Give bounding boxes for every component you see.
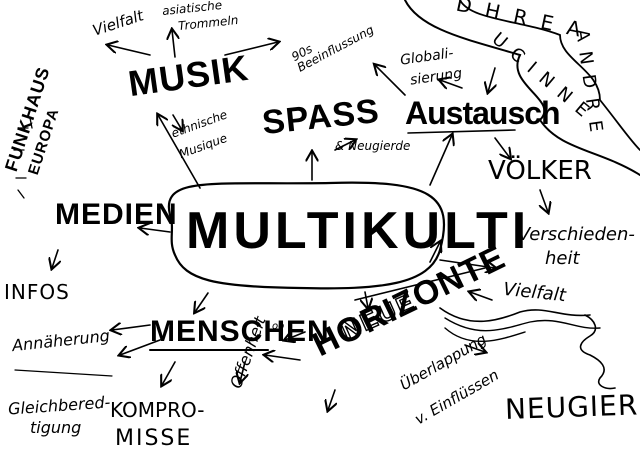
node-infos: INFOS: [4, 280, 70, 304]
node-kompromisse-2: MISSE: [115, 426, 193, 451]
river-line: [404, 0, 640, 176]
node-neugierde-big: NEUGIERDE: [504, 386, 640, 427]
node-neugierde-small: & Neugierde: [335, 139, 411, 153]
bottom-wavy-line: [439, 307, 591, 323]
node-austausch: Austausch: [405, 95, 561, 131]
node-menschen-sup: oo: [272, 321, 285, 332]
center-oval: [167, 181, 445, 290]
node-voelker: VÖLKER: [488, 156, 592, 186]
node-medien: MEDIEN: [55, 198, 178, 231]
node-kompromisse-1: KOMPRO-: [110, 398, 205, 422]
node-verschieden: Verschieden-: [518, 224, 635, 245]
spiral-line: [579, 314, 616, 390]
center-title: MULTIKULTI: [186, 202, 531, 260]
node-menschen: MENSCHEN: [150, 315, 330, 348]
node-heit: heit: [545, 248, 580, 269]
node-gleichbered-2: tigung: [30, 418, 82, 437]
